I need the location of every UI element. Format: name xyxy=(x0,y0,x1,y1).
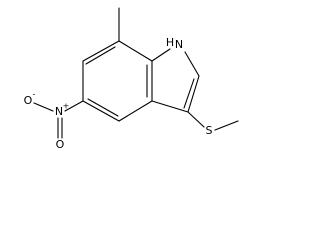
oxygen-negative-charge: - xyxy=(33,90,36,99)
bond-c5-c4-double xyxy=(87,98,119,117)
bond-s-methyl xyxy=(214,120,239,131)
nitro-nitrogen-label: N xyxy=(55,105,63,118)
sulfur-label: S xyxy=(206,124,213,137)
bond-n-nitro-o-left xyxy=(33,102,54,112)
bond-c4-c3a xyxy=(118,100,153,122)
nitro-oxygen-left-label: O xyxy=(24,94,33,107)
bond-c7-c6-double xyxy=(85,46,116,65)
nh-hydrogen-label: H xyxy=(166,36,174,49)
bond-c5-n-nitro xyxy=(64,100,84,112)
bond-c7a-c7 xyxy=(118,40,153,62)
bond-c7a-n1 xyxy=(151,48,171,62)
bond-c2-c3-double xyxy=(183,78,195,109)
bond-c5-c4 xyxy=(82,100,120,122)
indole-nitrogen-label: N xyxy=(175,38,183,51)
nitro-oxygen-bottom-label: O xyxy=(56,138,65,151)
molecule-structure-diagram: H N O - N + O S xyxy=(24,7,239,151)
bond-c2-c3 xyxy=(187,75,200,113)
nitrogen-positive-charge: + xyxy=(63,102,70,111)
bond-n1-c2 xyxy=(184,51,200,77)
bond-c3-s xyxy=(187,111,205,128)
bond-c3-c3a xyxy=(151,100,189,113)
bond-c7-c6 xyxy=(82,40,120,62)
